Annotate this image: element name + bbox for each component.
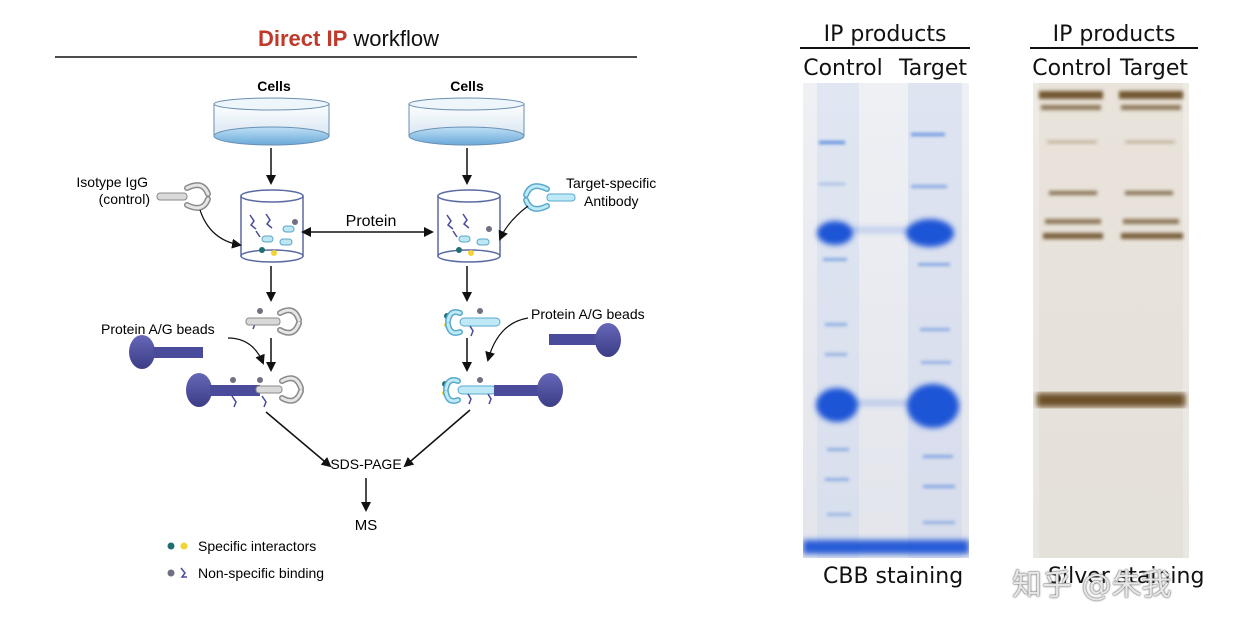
free-bead-left — [129, 335, 203, 369]
silver-gel-image — [1033, 83, 1189, 558]
target-antibody-complex — [444, 308, 501, 337]
legend-specific-label: Specific interactors — [198, 538, 316, 554]
petri-dish-left — [213, 97, 330, 146]
bead-complex-target — [442, 373, 563, 407]
cbb-lane-control-label: Control — [803, 56, 883, 81]
watermark: 知乎 @朱我 — [1012, 568, 1172, 603]
isotype-label-line1: Isotype IgG — [76, 174, 148, 190]
legend: Specific interactors Non-specific bindin… — [167, 538, 324, 581]
beads-label-left: Protein A/G beads — [101, 321, 215, 337]
workflow-title: Direct IP workflow — [258, 26, 439, 51]
cbb-gel-caption: CBB staining — [823, 564, 964, 589]
cells-label-right: Cells — [450, 78, 484, 94]
beads-label-right: Protein A/G beads — [531, 306, 645, 322]
silver-gel-header-rule — [1030, 47, 1198, 49]
isotype-label-line2: (control) — [99, 191, 150, 207]
lysate-tube-left — [240, 189, 304, 263]
bead-complex-control — [186, 373, 304, 408]
isotype-antibody-icon — [156, 182, 211, 211]
silver-gel-caption: Silver staining — [1048, 564, 1205, 589]
lysate-tube-right — [437, 189, 501, 263]
petri-dish-right — [408, 97, 525, 146]
cbb-gel-header-rule — [800, 47, 970, 49]
workflow-title-bold: Direct IP — [258, 26, 347, 51]
sds-page-label: SDS-PAGE — [330, 456, 401, 472]
cbb-gel-image — [803, 83, 969, 558]
legend-nonspecific-label: Non-specific binding — [198, 565, 324, 581]
target-antibody-icon — [523, 183, 576, 212]
protein-label: Protein — [346, 213, 397, 230]
free-bead-right — [549, 323, 621, 357]
silver-gel-header: IP products — [1052, 22, 1176, 47]
target-antibody-label-line1: Target-specific — [566, 175, 656, 191]
target-antibody-label-line2: Antibody — [584, 193, 638, 209]
cbb-lane-target-label: Target — [898, 56, 968, 81]
cells-label-left: Cells — [257, 78, 291, 94]
silver-lane-control-label: Control — [1032, 56, 1112, 81]
ms-label: MS — [355, 517, 378, 534]
silver-lane-target-label: Target — [1119, 56, 1189, 81]
workflow-title-rest: workflow — [347, 26, 439, 51]
control-antibody-complex — [245, 307, 302, 336]
cbb-gel-header: IP products — [823, 22, 947, 47]
